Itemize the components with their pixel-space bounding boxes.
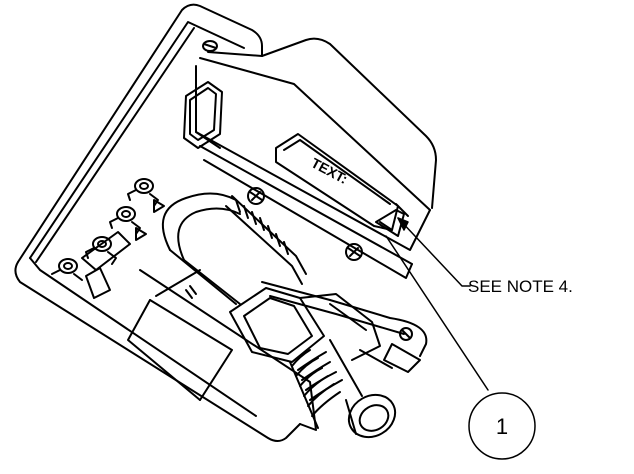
terminal-screw bbox=[109, 206, 141, 235]
balloon-leader bbox=[385, 235, 489, 391]
housing-body bbox=[14, 3, 437, 442]
plate-screws bbox=[247, 187, 363, 261]
label-plate bbox=[275, 133, 409, 237]
note-leader bbox=[397, 217, 471, 287]
terminal-screw bbox=[51, 258, 83, 281]
cable-strap bbox=[161, 192, 307, 305]
cable-gland bbox=[229, 281, 428, 373]
terminal-screw bbox=[127, 178, 159, 207]
item-balloon-number: 1 bbox=[496, 414, 508, 439]
terminal-screws bbox=[51, 178, 165, 299]
corrugated-conduit bbox=[289, 339, 397, 439]
top-screw bbox=[202, 40, 218, 52]
back-window bbox=[183, 81, 223, 149]
item-balloon bbox=[468, 392, 536, 460]
note-callout-text: SEE NOTE 4. bbox=[468, 277, 573, 296]
label-plate-text: TEXT: bbox=[309, 155, 351, 187]
terminal-screw bbox=[85, 236, 117, 265]
